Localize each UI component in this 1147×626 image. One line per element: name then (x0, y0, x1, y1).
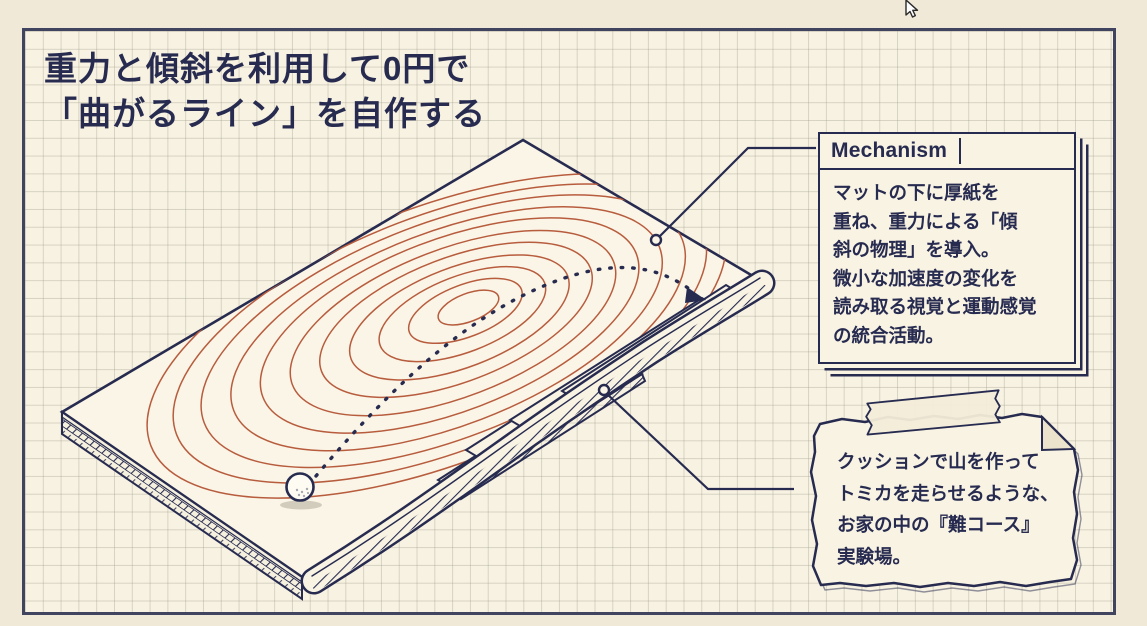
mechanism-body-line: 読み取る視覚と運動感覚 (833, 296, 1037, 317)
mechanism-box: Mechanism マットの下に厚紙を 重ね、重力による「傾 斜の物理」を導入。… (818, 132, 1076, 364)
tape (865, 389, 1001, 436)
note-line: クッションで山を作って (837, 451, 1040, 472)
leader-line-mechanism (649, 146, 816, 247)
header-divider (959, 138, 962, 164)
mechanism-body-line: マットの下に厚紙を (833, 182, 1000, 203)
note-line: トミカを走らせるような、 (837, 482, 1059, 504)
mechanism-body-line: の統合活動。 (833, 324, 945, 346)
trajectory-path (314, 265, 706, 478)
folded-corner (1041, 414, 1077, 452)
peeled-edge (300, 269, 776, 595)
mechanism-header: Mechanism (820, 134, 1074, 170)
mechanism-body-line: 重ね、重力による「傾 (833, 210, 1018, 232)
sticky-note (809, 389, 1083, 593)
sticky-note-text: クッションで山を作って トミカを走らせるような、 お家の中の『難コース』 実験場… (837, 446, 1059, 572)
title-line-2: 「曲がるライン」を自作する (44, 95, 486, 132)
mechanism-body-line: 斜の物理」を導入。 (833, 239, 1000, 260)
mechanism-header-label: Mechanism (831, 139, 948, 162)
mechanism-body-line: 微小な加速度の変化を (833, 267, 1019, 289)
mat-side-layers (61, 410, 303, 601)
note-line: 実験場。 (837, 545, 912, 567)
page-title: 重力と傾斜を利用して0円で 「曲がるライン」を自作する (44, 46, 486, 136)
mechanism-body: マットの下に厚紙を 重ね、重力による「傾 斜の物理」を導入。 微小な加速度の変化… (820, 170, 1074, 362)
leader-line-note (597, 383, 794, 491)
title-line-1: 重力と傾斜を利用して0円で (44, 50, 471, 87)
golf-ball (280, 472, 322, 510)
arrowhead-icon (685, 287, 706, 303)
mat-board (59, 138, 766, 601)
cursor-icon (905, 0, 919, 18)
note-line: お家の中の『難コース』 (837, 514, 1040, 535)
